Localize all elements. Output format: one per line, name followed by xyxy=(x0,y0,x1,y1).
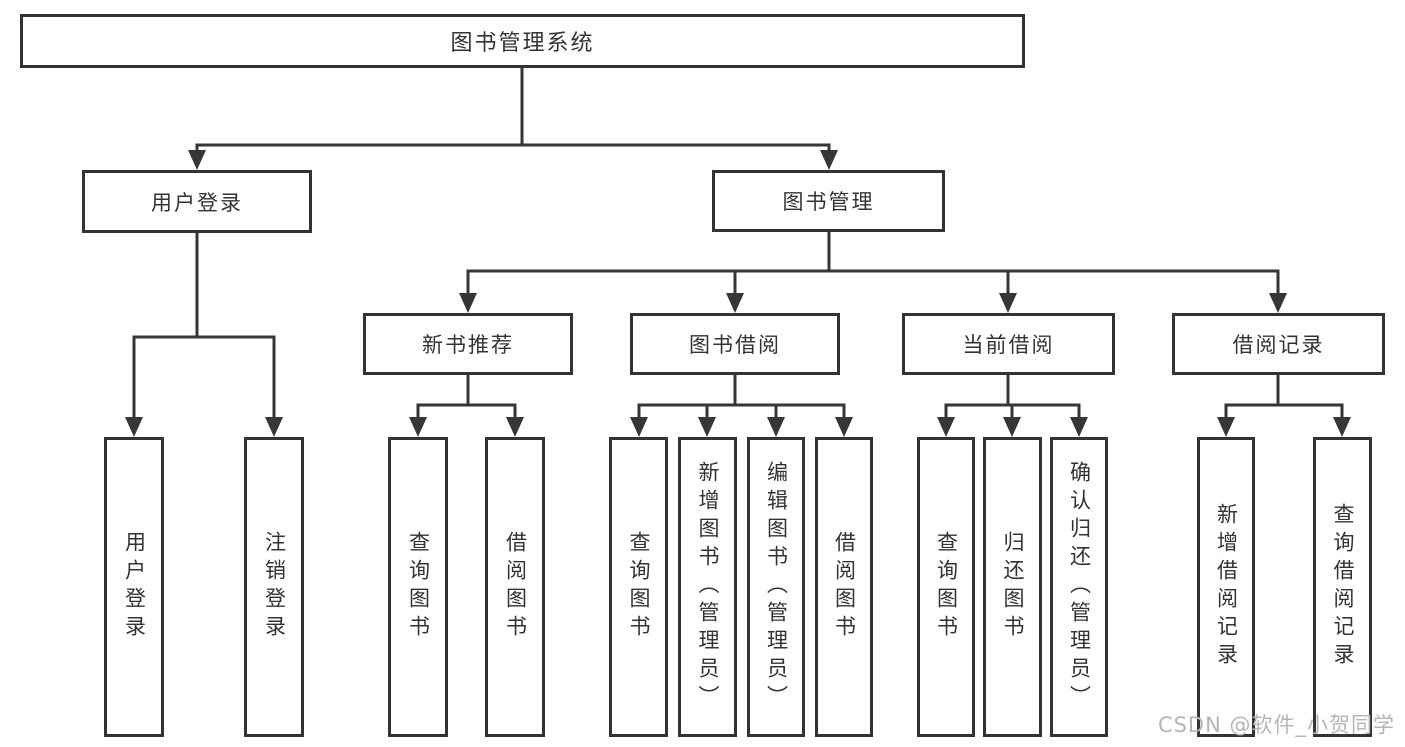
node-label: 新书推荐 xyxy=(422,333,514,357)
leaf-user-login: 用户登录 xyxy=(104,437,164,737)
node-label: 查询图书 xyxy=(406,531,431,643)
leaf-query-books-borrow: 查询图书 xyxy=(609,437,668,737)
node-label: 图书管理系统 xyxy=(450,31,595,56)
node-label: 新增借阅记录 xyxy=(1214,503,1239,671)
leaf-edit-books-admin: 编辑图书（管理员） xyxy=(747,437,805,737)
node-label: 用户登录 xyxy=(122,531,147,643)
node-user-login: 用户登录 xyxy=(82,170,312,233)
leaf-query-borrow-record: 查询借阅记录 xyxy=(1313,437,1372,737)
leaf-logout: 注销登录 xyxy=(244,437,304,737)
node-label: 图书借阅 xyxy=(689,333,781,357)
node-label: 当前借阅 xyxy=(962,333,1055,357)
node-label: 借阅记录 xyxy=(1232,333,1325,357)
node-borrow-records: 借阅记录 xyxy=(1172,313,1385,375)
leaf-add-books-admin: 新增图书（管理员） xyxy=(678,437,737,737)
node-label: 借阅图书 xyxy=(832,531,857,643)
node-label: 图书管理 xyxy=(782,190,875,214)
leaf-query-books-recommend: 查询图书 xyxy=(388,437,448,737)
arrowheads xyxy=(125,150,1351,437)
leaf-borrow-books: 借阅图书 xyxy=(815,437,873,737)
node-book-management: 图书管理 xyxy=(712,170,945,232)
node-new-book-recommend: 新书推荐 xyxy=(363,313,573,375)
node-label: 新增图书（管理员） xyxy=(696,461,720,713)
leaf-confirm-return-admin: 确认归还（管理员） xyxy=(1050,437,1108,737)
leaf-query-books-current: 查询图书 xyxy=(917,437,975,737)
node-current-borrow: 当前借阅 xyxy=(902,313,1115,375)
node-label: 确认归还（管理员） xyxy=(1067,461,1092,713)
csdn-watermark: CSDN @软件_小贺同学 xyxy=(1157,713,1395,737)
node-label: 查询借阅记录 xyxy=(1331,503,1355,671)
node-label: 查询图书 xyxy=(627,531,651,643)
node-label: 注销登录 xyxy=(262,531,287,643)
leaf-add-borrow-record: 新增借阅记录 xyxy=(1197,437,1255,737)
node-label: 借阅图书 xyxy=(503,531,528,643)
leaf-return-books: 归还图书 xyxy=(983,437,1042,737)
node-root-library-system: 图书管理系统 xyxy=(20,14,1025,68)
node-book-borrow: 图书借阅 xyxy=(630,313,840,375)
node-label: 用户登录 xyxy=(151,190,243,215)
node-label: 归还图书 xyxy=(1001,531,1025,643)
node-label: 编辑图书（管理员） xyxy=(764,461,789,713)
leaf-borrow-books-recommend: 借阅图书 xyxy=(485,437,545,737)
node-label: 查询图书 xyxy=(934,531,959,643)
